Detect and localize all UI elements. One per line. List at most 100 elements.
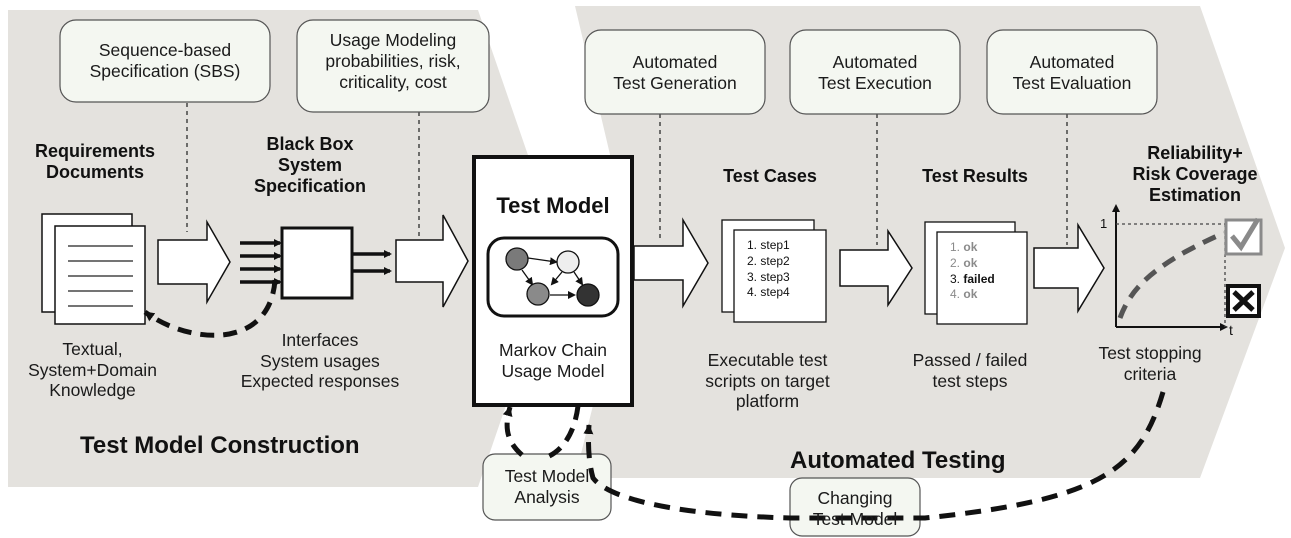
block-arrow-test-cases <box>839 228 913 308</box>
heading-test-model: Test Model <box>496 193 610 218</box>
callout-analysis-box <box>482 453 612 521</box>
callout-generation-line1: Automated <box>632 52 718 72</box>
callout-usage-line3: criticality, cost <box>339 72 447 92</box>
callout-analysis-line2: Analysis <box>514 487 580 507</box>
result-3-num: 3. <box>950 271 961 286</box>
desc-markov: Markov Chain Usage Model <box>474 340 632 381</box>
analysis-loop-left <box>502 406 524 457</box>
callout-usage-modeling: Usage Modeling probabilities, risk, crit… <box>297 30 489 93</box>
feedback-arrow-specification <box>143 279 278 338</box>
test-results-documents-icon <box>924 221 1028 325</box>
desc-reliability-line2: criteria <box>1123 363 1177 384</box>
callout-evaluation-line1: Automated <box>1029 52 1115 72</box>
callout-usage-line2: probabilities, risk, <box>325 51 461 71</box>
desc-test-cases-line3: platform <box>735 391 800 412</box>
desc-test-cases: Executable test scripts on target platfo… <box>680 350 855 412</box>
desc-requirements-line1: Textual, <box>62 339 123 359</box>
test-step-1-text: step1 <box>760 238 790 252</box>
plot-x-label: t <box>1229 322 1233 338</box>
block-arrow-specification <box>395 214 469 308</box>
callout-sbs: Sequence-based Specification (SBS) <box>60 40 270 82</box>
heading-black-box: Black Box System Specification <box>235 134 385 198</box>
test-case-script: 1. step1 2. step2 3. step3 4. step4 <box>747 238 790 301</box>
result-3-text: failed <box>963 271 995 286</box>
callout-usage-line1: Usage Modeling <box>329 30 457 50</box>
desc-test-results-line1: Passed / failed <box>912 350 1028 370</box>
callout-execution-box <box>789 29 961 115</box>
callout-evaluation-box <box>986 29 1158 115</box>
heading-test-results: Test Results <box>922 166 1028 186</box>
result-4-num: 4. <box>950 287 961 302</box>
test-step-3: 3. step3 <box>747 270 790 286</box>
callout-test-execution: Automated Test Execution <box>790 52 960 94</box>
callout-execution-line1: Automated <box>832 52 918 72</box>
desc-test-cases-line2: scripts on target <box>705 370 830 391</box>
desc-black-box-line2: System usages <box>260 350 380 371</box>
callout-test-generation: Automated Test Generation <box>585 52 765 94</box>
check-icon <box>1224 217 1263 256</box>
callout-generation-box <box>584 29 766 115</box>
test-step-4: 4. step4 <box>747 285 790 301</box>
callout-test-evaluation: Automated Test Evaluation <box>987 52 1157 94</box>
desc-reliability: Test stopping criteria <box>1085 343 1215 384</box>
callout-usage-box <box>296 19 490 113</box>
result-2-num: 2. <box>950 255 961 270</box>
callout-test-model-analysis: Test Model Analysis <box>483 466 611 508</box>
callout-generation-line2: Test Generation <box>613 73 737 93</box>
result-1-num: 1. <box>950 240 961 254</box>
changing-model-loop <box>583 391 1166 521</box>
test-cases-documents-icon <box>721 219 827 323</box>
result-1-text: ok <box>963 240 978 254</box>
result-2-text: ok <box>963 255 978 270</box>
callout-changing-line2: Test Model <box>812 509 898 529</box>
desc-requirements: Textual, System+Domain Knowledge <box>5 339 180 401</box>
test-step-2-num: 2. <box>747 253 758 268</box>
test-step-3-num: 3. <box>747 269 758 284</box>
heading-black-box-line2: System <box>277 155 343 176</box>
block-arrow-requirements <box>157 219 231 305</box>
heading-requirements-line1: Requirements <box>34 141 156 161</box>
plot-y-tick: 1 <box>1100 216 1108 231</box>
desc-markov-line2: Usage Model <box>501 360 605 381</box>
markov-chain-icon <box>486 236 620 318</box>
test-step-4-text: step4 <box>760 285 790 300</box>
reliability-curve <box>1117 230 1225 319</box>
desc-black-box: Interfaces System usages Expected respon… <box>215 330 425 392</box>
phase-label-construction: Test Model Construction <box>80 432 360 459</box>
heading-reliability: Reliability+ Risk Coverage Estimation <box>1105 143 1285 207</box>
desc-requirements-line3: Knowledge <box>49 380 136 401</box>
heading-requirements: Requirements Documents <box>10 141 180 183</box>
test-step-2: 2. step2 <box>747 254 790 270</box>
result-1: 1. ok <box>950 240 995 256</box>
callout-sbs-line2: Specification (SBS) <box>89 61 241 81</box>
phase-label-automated: Automated Testing <box>790 447 1006 474</box>
result-3: 3. failed <box>950 272 995 288</box>
result-4: 4. ok <box>950 287 995 303</box>
heading-requirements-line2: Documents <box>45 162 144 183</box>
callout-evaluation-line2: Test Evaluation <box>1012 73 1132 93</box>
callout-changing-test-model: Changing Test Model <box>790 488 920 530</box>
desc-markov-line1: Markov Chain <box>499 340 607 360</box>
heading-test-cases: Test Cases <box>723 166 817 186</box>
reliability-plot <box>1112 204 1228 331</box>
callout-sbs-line1: Sequence-based <box>98 40 232 60</box>
test-step-4-num: 4. <box>747 285 758 300</box>
heading-reliability-line1: Reliability+ <box>1147 143 1243 163</box>
result-4-text: ok <box>963 287 978 302</box>
test-result-list: 1. ok 2. ok 3. failed 4. ok <box>950 240 995 303</box>
desc-test-cases-line1: Executable test <box>707 350 828 370</box>
block-arrow-test-model <box>633 217 709 309</box>
heading-black-box-line3: Specification <box>253 176 367 197</box>
desc-black-box-line3: Expected responses <box>240 371 400 392</box>
callout-changing-box <box>789 477 921 537</box>
test-step-1: 1. step1 <box>747 238 790 254</box>
test-step-3-text: step3 <box>760 269 790 284</box>
heading-reliability-line3: Estimation <box>1148 185 1241 206</box>
callout-execution-line2: Test Execution <box>818 73 932 93</box>
desc-test-results: Passed / failed test steps <box>900 350 1040 391</box>
black-box-icon <box>240 226 392 300</box>
cross-icon <box>1226 284 1261 318</box>
heading-reliability-line2: Risk Coverage <box>1132 164 1258 185</box>
callout-analysis-line1: Test Model <box>504 466 590 486</box>
requirements-documents-icon <box>41 213 146 325</box>
